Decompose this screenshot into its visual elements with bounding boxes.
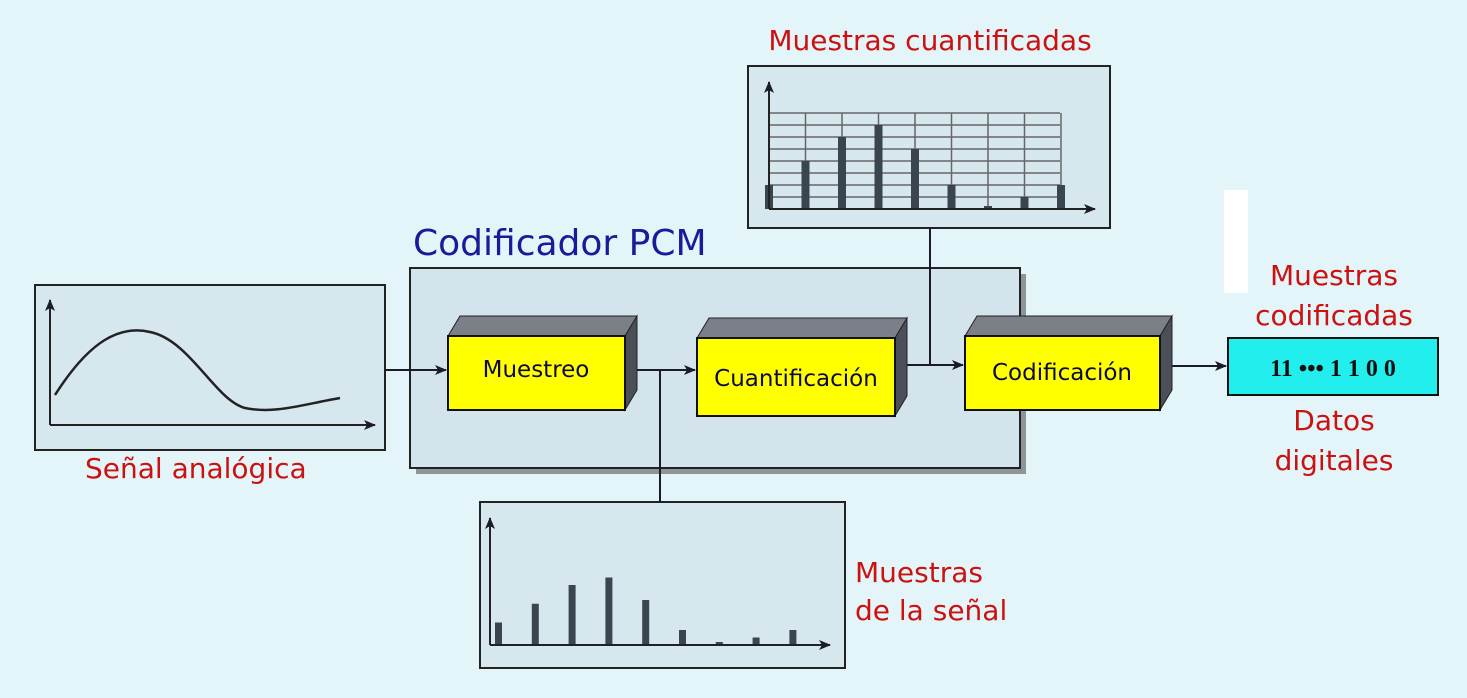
signal-sample-bar — [642, 600, 650, 645]
digital-output-box — [1227, 337, 1439, 396]
quantized-sample-bar — [838, 137, 846, 209]
sampling-block: Muestreo — [447, 314, 638, 412]
signal-samples-label-1: Muestras — [855, 556, 983, 589]
quantized-sample-bar — [984, 206, 992, 209]
signal-samples-panel — [479, 501, 846, 669]
signal-sample-bar — [715, 642, 723, 645]
signal-samples-label-2: de la señal — [855, 594, 1007, 627]
pcm-title: Codificador PCM — [413, 223, 707, 264]
signal-sample-bar — [679, 630, 686, 645]
quantized-samples-label: Muestras cuantificadas — [768, 24, 1091, 57]
quantized-sample-bar — [801, 161, 810, 209]
sampling-label: Muestreo — [483, 357, 590, 383]
signal-sample-bar — [568, 585, 576, 645]
signal-sample-bar — [789, 630, 797, 645]
encoded-samples-label-1: Muestras — [1270, 259, 1398, 292]
digital-data-label-2: digitales — [1275, 444, 1394, 477]
encoding-block: Codificación — [964, 314, 1173, 412]
signal-sample-bar — [605, 577, 613, 645]
quantized-samples-panel — [747, 65, 1111, 229]
quantized-sample-bar — [874, 125, 883, 209]
quantization-label: Cuantificación — [714, 366, 878, 392]
analog-signal-panel — [34, 284, 386, 451]
encoding-label: Codificación — [992, 360, 1132, 386]
encoded-samples-label-2: codificadas — [1255, 299, 1413, 332]
white-mark — [1224, 190, 1248, 293]
quantized-sample-bar — [911, 149, 919, 209]
quantized-sample-bar — [1020, 197, 1029, 209]
digital-data-label-1: Datos — [1293, 404, 1374, 437]
digital-output-value: 11 ••• 1 1 0 0 — [1270, 356, 1396, 382]
signal-sample-bar — [752, 637, 760, 645]
quantized-sample-bar — [1057, 185, 1065, 209]
quantization-block: Cuantificación — [696, 316, 908, 418]
signal-sample-bar — [531, 603, 539, 645]
analog-signal-label: Señal analógica — [85, 452, 307, 485]
analog-waveform — [53, 329, 341, 412]
signal-sample-bar — [495, 622, 502, 645]
quantized-sample-bar — [947, 185, 956, 209]
